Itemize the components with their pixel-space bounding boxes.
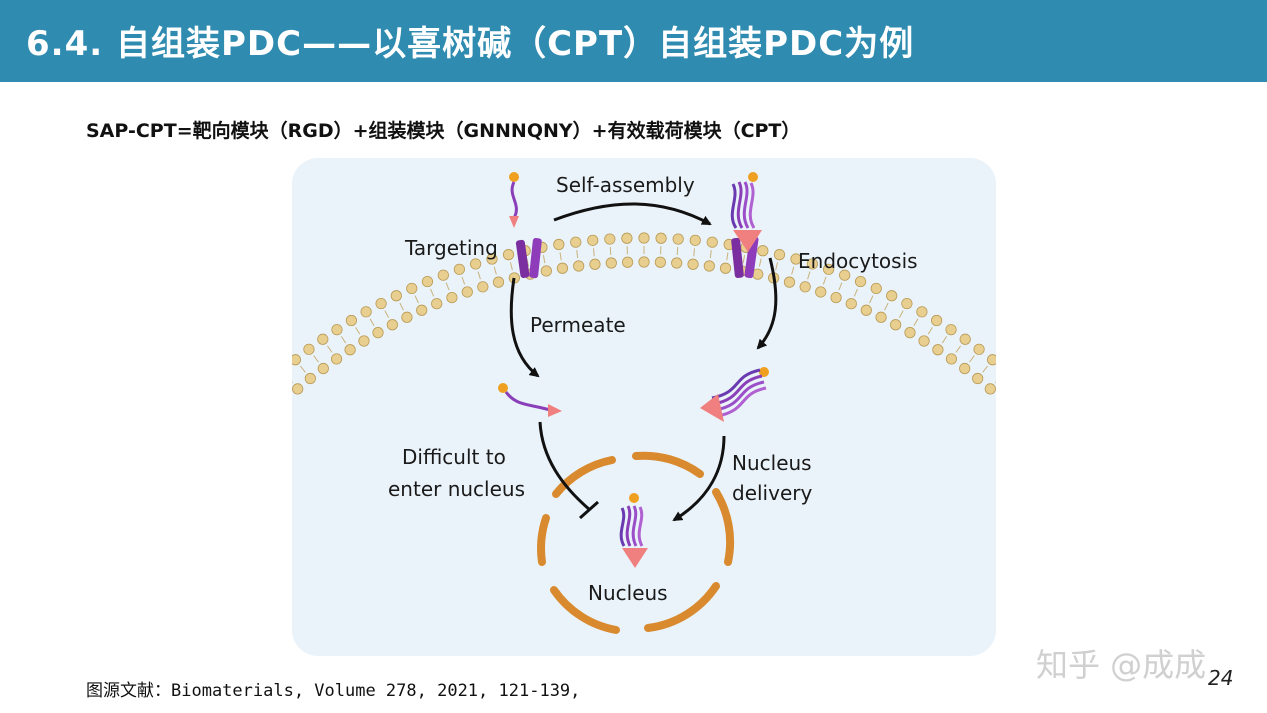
title-bar: 6.4. 自组装PDC——以喜树碱（CPT）自组装PDC为例 <box>0 0 1267 82</box>
label-difficult-1: Difficult to <box>402 445 506 469</box>
receptor-right <box>731 236 759 279</box>
slide-title: 6.4. 自组装PDC——以喜树碱（CPT）自组装PDC为例 <box>26 24 915 64</box>
arrows <box>509 202 778 522</box>
label-self-assembly: Self-assembly <box>556 173 695 197</box>
label-nucleus: Nucleus <box>588 581 668 605</box>
fibril-in-nucleus <box>619 493 648 568</box>
arrow-blocked <box>538 421 591 512</box>
label-nucleus-delivery-1: Nucleus <box>732 451 812 475</box>
arrow-endocytosis <box>756 257 778 350</box>
peptide-targeting <box>509 172 519 228</box>
arrow-permeate <box>509 277 540 378</box>
source-citation: 图源文献：Biomaterials, Volume 278, 2021, 121… <box>86 681 581 701</box>
label-endocytosis: Endocytosis <box>798 249 918 273</box>
fibril-cytoplasm <box>700 367 769 422</box>
watermark: 知乎 @成成 <box>1036 646 1207 684</box>
arrow-nucleus-delivery <box>672 435 726 522</box>
nucleus-envelope <box>537 451 735 634</box>
label-permeate: Permeate <box>530 313 626 337</box>
label-nucleus-delivery-2: delivery <box>732 481 812 505</box>
peptide-cytoplasm <box>498 383 562 417</box>
arrow-self-assembly <box>553 202 712 226</box>
fibril-at-membrane <box>730 172 762 252</box>
cell-membrane <box>292 232 996 395</box>
slide-subtitle: SAP-CPT=靶向模块（RGD）+组装模块（GNNNQNY）+有效载荷模块（C… <box>86 120 801 142</box>
arrow-block-bar <box>579 500 599 520</box>
page-number: 24 <box>1208 666 1234 690</box>
sap-cpt-diagram: Self-assembly Targeting Endocytosis Perm… <box>292 158 996 656</box>
receptor-left <box>515 237 542 279</box>
label-targeting: Targeting <box>404 236 498 260</box>
label-difficult-2: enter nucleus <box>388 477 525 501</box>
diagram-panel <box>292 158 996 656</box>
